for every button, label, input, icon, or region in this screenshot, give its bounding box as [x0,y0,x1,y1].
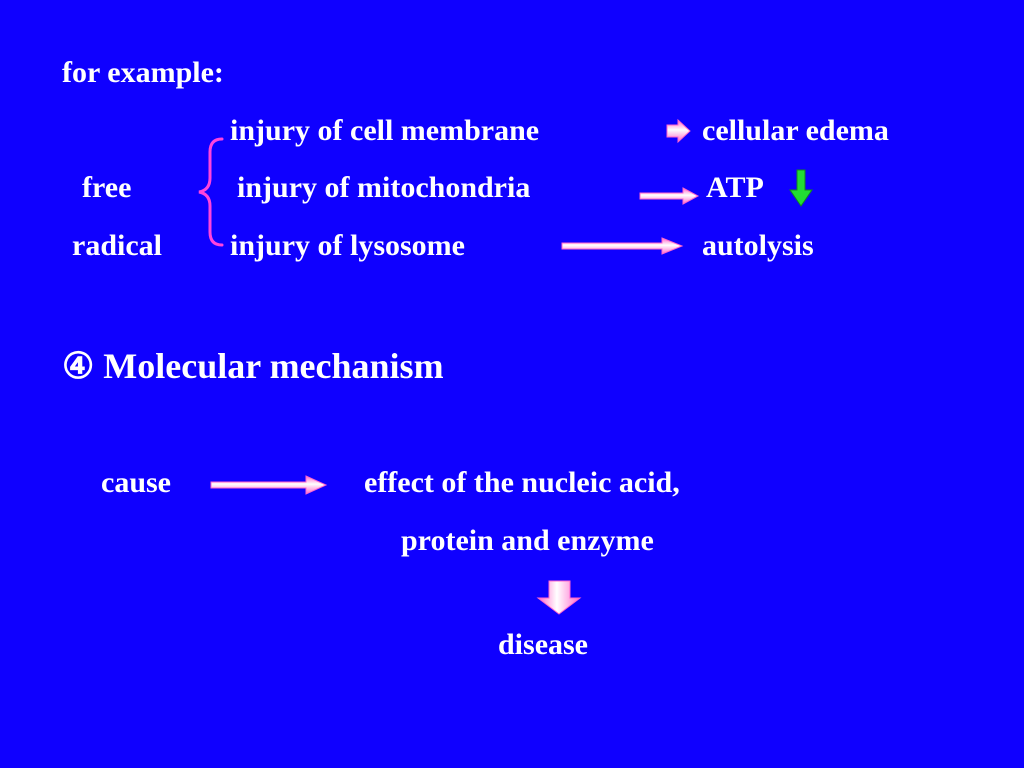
down-arrow-icon [536,580,582,615]
section-heading: ④ Molecular mechanism [62,346,444,386]
curly-brace-icon [198,137,224,247]
cause-row-3: injury of lysosome [230,229,465,262]
right-arrow-icon [210,475,328,495]
molecular-cause: cause [101,466,171,499]
molecular-outcome: disease [498,628,588,661]
down-arrow-icon [789,169,813,207]
free-radical-word-1: free [82,171,132,204]
effect-row-3: autolysis [702,229,814,262]
cause-row-2: injury of mitochondria [237,171,531,204]
molecular-effect-line-2: protein and enzyme [401,524,654,557]
effect-row-1: cellular edema [702,114,889,147]
intro-text: for example: [62,56,224,89]
right-arrow-icon [666,118,691,144]
right-arrow-icon [639,187,700,205]
effect-row-2: ATP [706,171,764,204]
free-radical-word-2: radical [72,229,162,262]
right-arrow-icon [561,237,684,255]
cause-row-1: injury of cell membrane [230,114,540,147]
molecular-effect-line-1: effect of the nucleic acid, [364,466,680,499]
